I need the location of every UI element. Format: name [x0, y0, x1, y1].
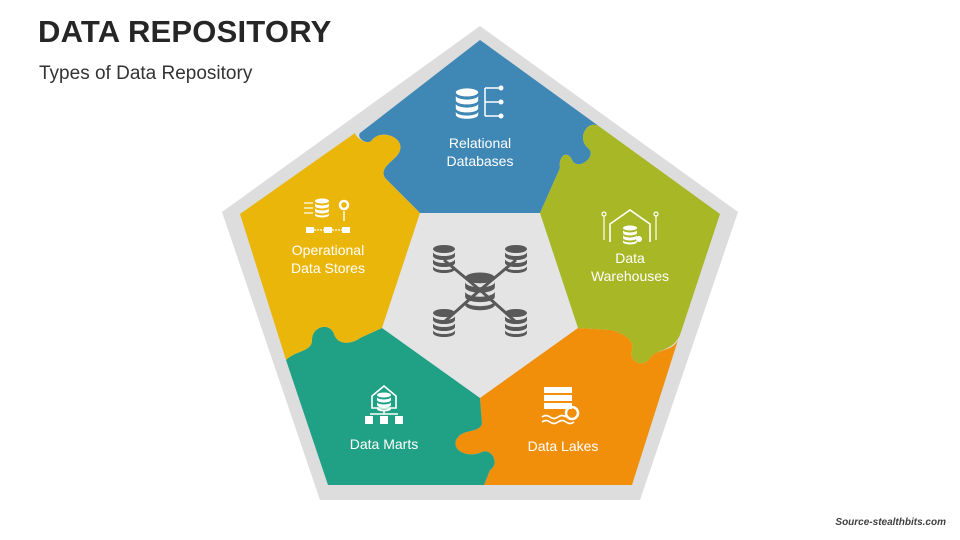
source-credit: Source-stealthbits.com	[835, 517, 946, 528]
relational-label-line1: Relational	[449, 135, 511, 151]
page-subtitle: Types of Data Repository	[39, 63, 253, 84]
database-network-icon	[433, 245, 527, 337]
relational-label-line2: Databases	[447, 153, 514, 169]
center-area	[382, 213, 578, 398]
warehouses-label-line1: Data	[615, 250, 645, 266]
ods-label-line1: Operational	[292, 242, 364, 258]
database-gear-flow-icon	[304, 198, 350, 233]
server-lake-gear-icon	[541, 387, 580, 425]
warehouse-database-icon	[601, 209, 659, 245]
ods-label-line2: Data Stores	[291, 260, 365, 276]
database-list-icon	[455, 85, 504, 119]
marts-label: Data Marts	[350, 436, 418, 452]
warehouses-label-line2: Warehouses	[591, 268, 669, 284]
store-database-icon	[365, 384, 403, 424]
operational-data-stores-piece[interactable]	[240, 133, 420, 360]
relational-databases-piece[interactable]	[359, 40, 600, 213]
lakes-label: Data Lakes	[528, 438, 599, 454]
page-title: DATA REPOSITORY	[38, 14, 332, 49]
